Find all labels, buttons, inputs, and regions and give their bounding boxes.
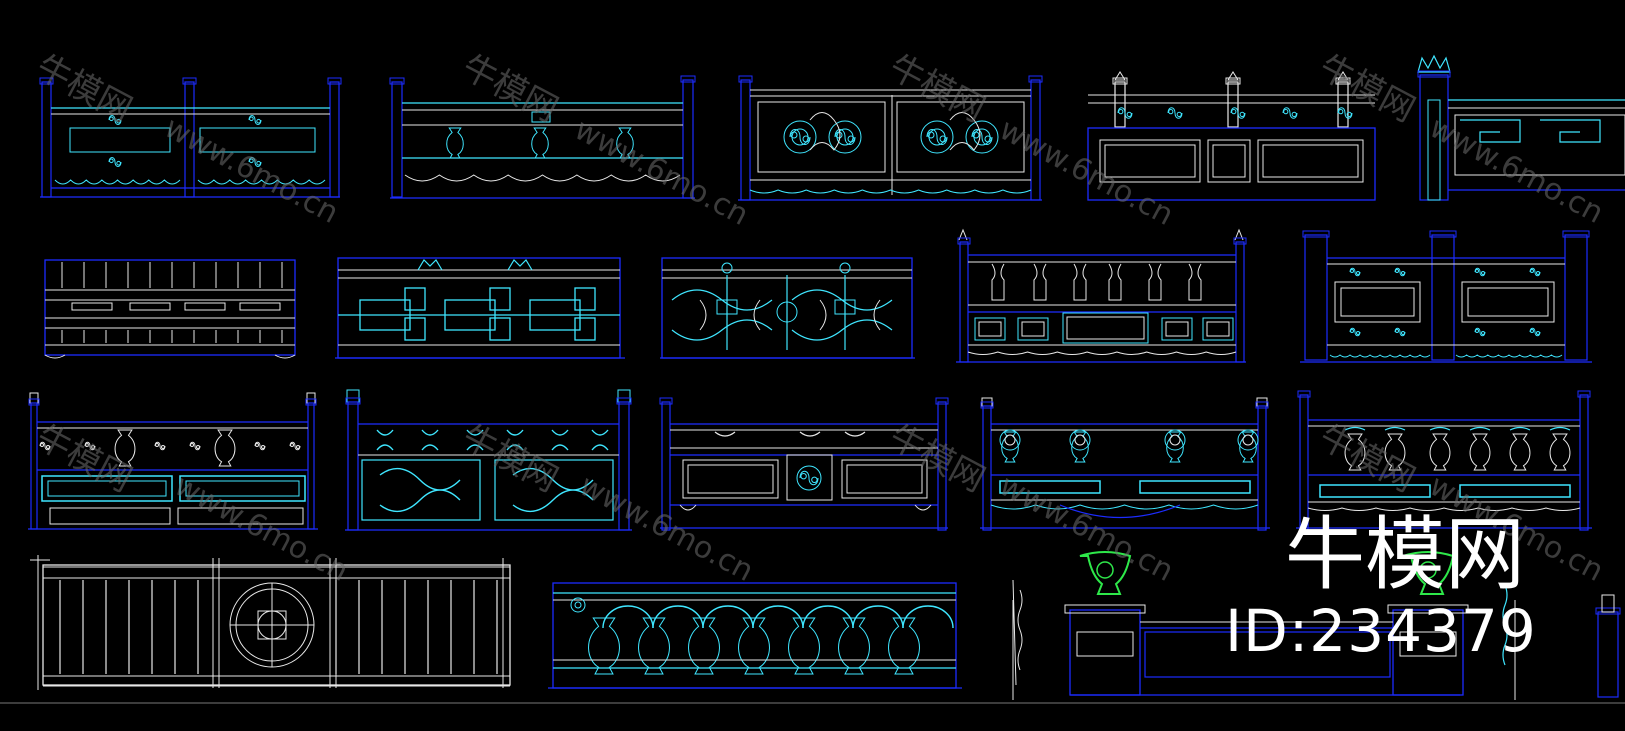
railing-panel-planter-pedestal-railing <box>1012 551 1621 700</box>
railing-panel-posts-with-framed-plaques <box>1087 71 1376 201</box>
railing-panel-ruyi-cloud-panels <box>345 389 632 531</box>
railing-panel-slat-fence-with-round-window <box>30 555 511 690</box>
railing-panel-framed-panels-with-carving <box>659 397 949 531</box>
railing-panel-flower-pot-railing <box>980 397 1270 531</box>
railing-panel-baluster-row-railing <box>1296 390 1592 531</box>
brand-logo-text: 牛模网 <box>1285 508 1525 601</box>
railing-panel-carved-floral-panels <box>738 75 1043 201</box>
railing-panel-arched-vase-balustrade <box>548 582 962 689</box>
railing-panel-vertical-slat-railing <box>44 259 296 359</box>
railing-panel-urn-baluster-railing <box>28 392 318 530</box>
railing-panel-scrollwork-lattice <box>660 257 915 359</box>
railing-panel-vase-baluster-railing <box>956 228 1247 363</box>
railing-panel-interlocking-fret-lattice <box>335 257 625 359</box>
railing-panel-post-and-panel-railing <box>1300 230 1592 363</box>
model-id-label: ID:234379 <box>1225 597 1537 665</box>
railing-panel-fret-pattern-rail <box>1417 54 1625 201</box>
railing-panel-rails-with-carved-balusters <box>389 75 696 199</box>
railing-panel-posts-with-cloud-scroll-panels <box>39 77 342 198</box>
